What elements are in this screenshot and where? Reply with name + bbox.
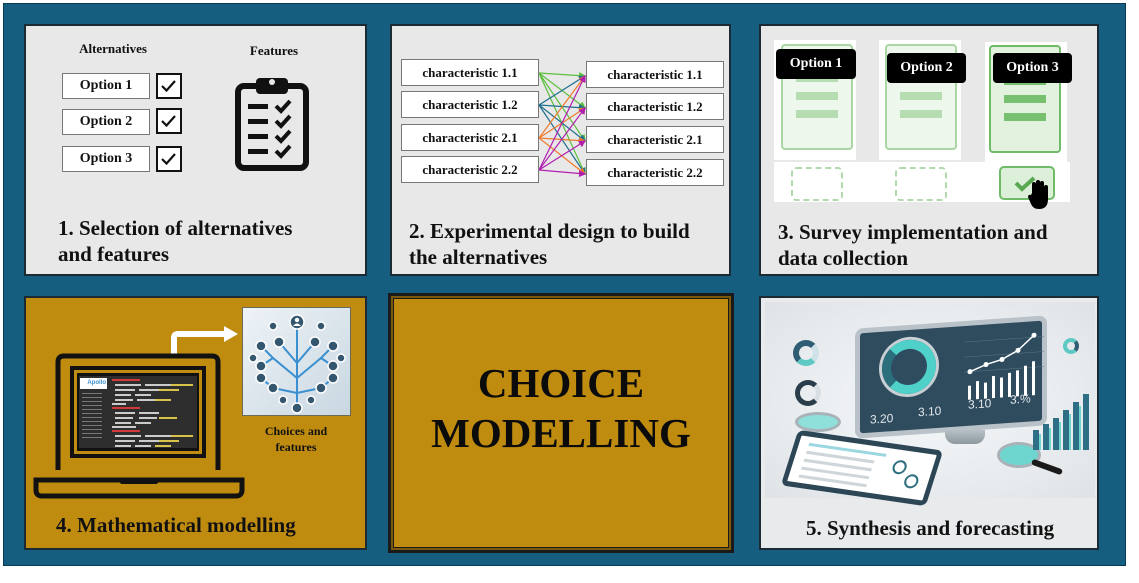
right-characteristic-1-2: characteristic 1.2 bbox=[586, 93, 724, 120]
donut-chart-icon bbox=[1063, 338, 1079, 354]
choices-features-caption-line1: Choices and bbox=[264, 424, 328, 438]
step1-title-line2: and features bbox=[58, 242, 170, 266]
right-characteristic-1-1: characteristic 1.1 bbox=[586, 61, 724, 88]
option-1-tag: Option 1 bbox=[776, 49, 856, 79]
empty-choice-box-2[interactable] bbox=[895, 167, 947, 201]
option-2-box: Option 2 bbox=[62, 109, 150, 135]
line-bar-chart-icon bbox=[964, 332, 1044, 400]
option-1-box: Option 1 bbox=[62, 73, 150, 99]
step1-panel: Alternatives Features Option 1 Option 2 … bbox=[24, 24, 367, 276]
step2-title-line1: 2. Experimental design to build bbox=[409, 219, 690, 243]
choices-features-caption-line2: features bbox=[275, 440, 317, 454]
magnifier-donut-icon bbox=[882, 338, 936, 396]
option-3-box: Option 3 bbox=[62, 146, 150, 172]
left-characteristic-2-1: characteristic 2.1 bbox=[401, 124, 539, 151]
center-title: CHOICE MODELLING bbox=[391, 358, 731, 458]
hand-cursor-icon bbox=[1027, 180, 1048, 209]
checkbox-checked-icon bbox=[156, 73, 182, 99]
step5-title: 5. Synthesis and forecasting bbox=[806, 516, 1055, 540]
apollo-logo: Apollo bbox=[80, 378, 107, 389]
alternatives-header: Alternatives bbox=[79, 41, 147, 56]
option-3-tag: Option 3 bbox=[993, 53, 1072, 83]
bar-chart-icon bbox=[1033, 394, 1089, 450]
center-title-line2: MODELLING bbox=[431, 410, 691, 456]
left-characteristic-1-1: characteristic 1.1 bbox=[401, 59, 539, 86]
choice-modelling-center-panel: CHOICE MODELLING bbox=[388, 293, 734, 553]
right-characteristic-2-1: characteristic 2.1 bbox=[586, 126, 724, 153]
option-2-tag: Option 2 bbox=[887, 53, 966, 83]
lens-icon bbox=[795, 412, 841, 432]
step4-panel: Apollo bbox=[24, 296, 367, 550]
right-characteristic-2-2: characteristic 2.2 bbox=[586, 159, 724, 186]
checkbox-checked-icon bbox=[156, 146, 182, 172]
step2-title-line2: the alternatives bbox=[409, 245, 548, 269]
center-title-line1: CHOICE bbox=[477, 360, 645, 406]
screen-value-4: 3.% bbox=[1010, 391, 1031, 407]
step2-panel: characteristic 1.1 characteristic 1.2 ch… bbox=[390, 24, 731, 276]
code-editor-screen: Apollo bbox=[79, 376, 197, 448]
donut-chart-icon bbox=[795, 380, 821, 406]
step4-title: 4. Mathematical modelling bbox=[56, 513, 296, 537]
step3-title-line2: data collection bbox=[778, 246, 909, 270]
step5-panel: 3.20 3.10 3.10 3.% 5. Synthesis and fore… bbox=[759, 296, 1099, 550]
step3-panel: Option 1 Option 2 Option 3 3. Survey imp… bbox=[759, 24, 1099, 276]
decision-tree-image bbox=[242, 307, 351, 416]
checkbox-checked-icon bbox=[156, 108, 182, 134]
arrow-right-icon bbox=[171, 326, 238, 354]
clipboard-report-icon bbox=[780, 429, 944, 507]
empty-choice-box-1[interactable] bbox=[791, 167, 843, 201]
step3-title-line1: 3. Survey implementation and bbox=[778, 220, 1048, 244]
analytics-illustration: 3.20 3.10 3.10 3.% bbox=[765, 302, 1095, 507]
features-header: Features bbox=[249, 43, 299, 58]
screen-value-2: 3.10 bbox=[918, 403, 942, 420]
left-characteristic-2-2: characteristic 2.2 bbox=[401, 156, 539, 183]
left-characteristic-1-2: characteristic 1.2 bbox=[401, 91, 539, 118]
screen-value-1: 3.20 bbox=[870, 411, 894, 427]
monitor: 3.20 3.10 3.10 3.% bbox=[855, 315, 1047, 439]
design-arrows-icon bbox=[539, 72, 587, 178]
check-icon bbox=[1014, 176, 1036, 192]
screen-value-3: 3.10 bbox=[968, 396, 992, 412]
donut-chart-icon bbox=[793, 340, 819, 366]
clipboard-checklist-icon bbox=[235, 78, 309, 171]
step1-title-line1: 1. Selection of alternatives bbox=[58, 216, 293, 240]
